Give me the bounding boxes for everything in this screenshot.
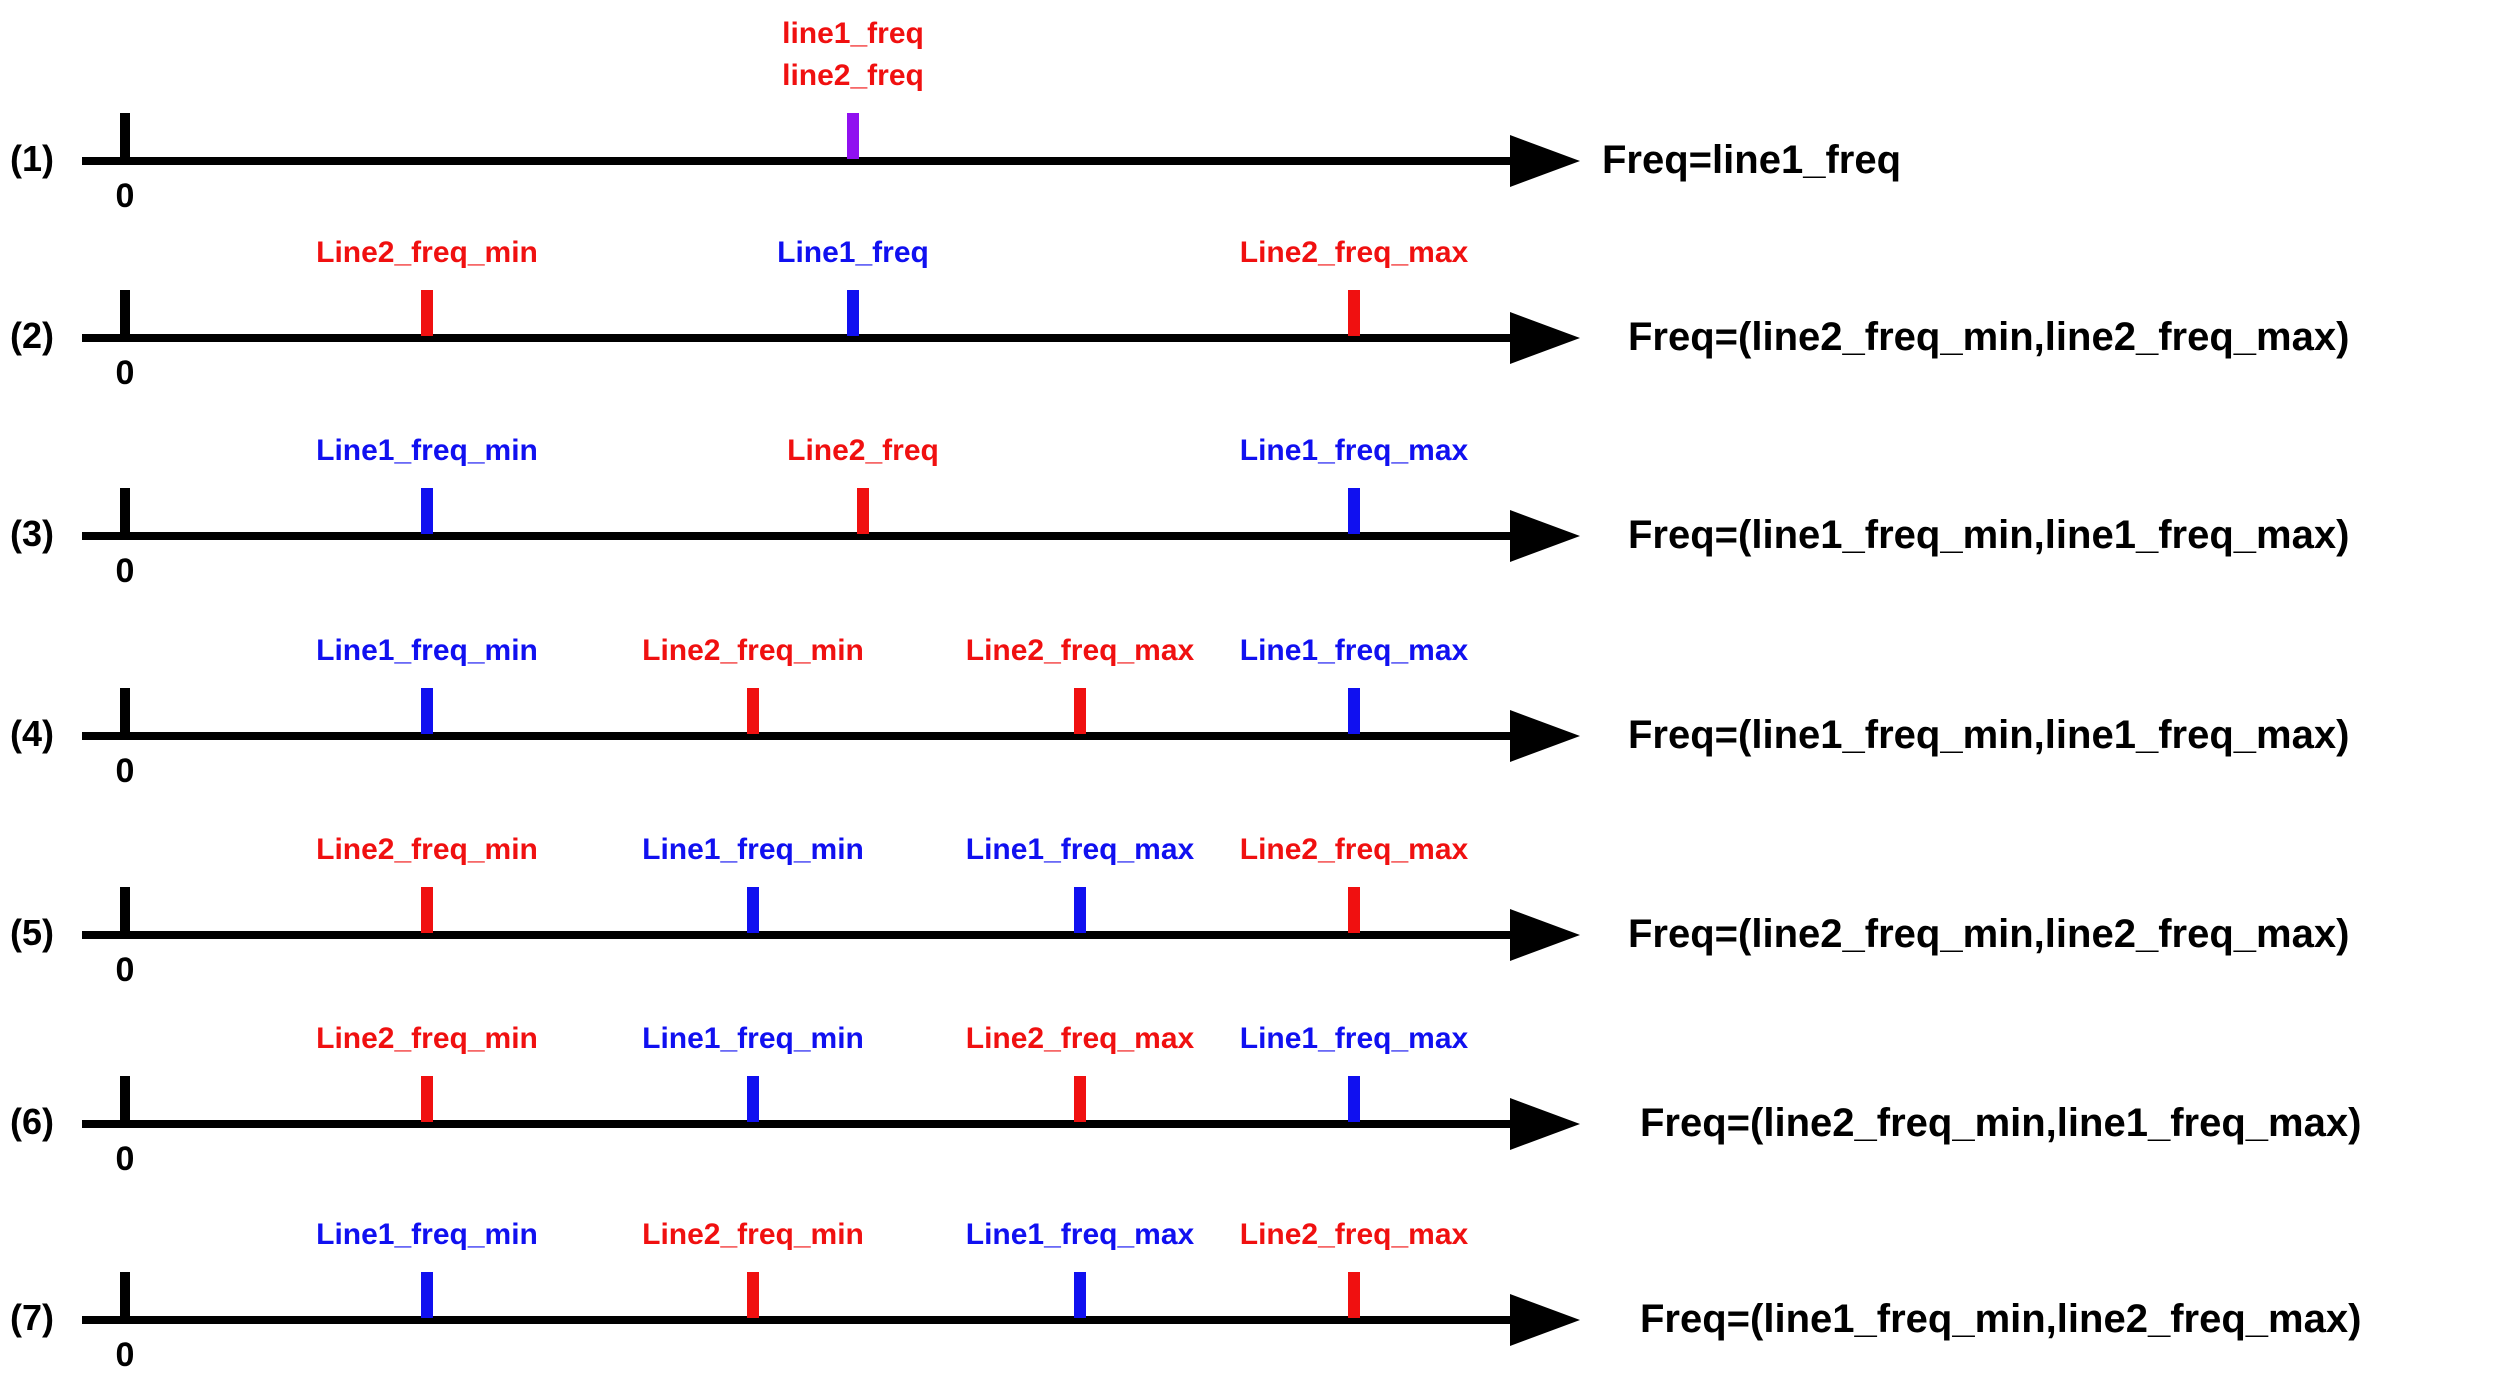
case-row-3: (3) 0 Line1_freq_min Line2_freq Line1_freq_m… [10, 434, 2349, 590]
result-formula: Freq=(line1_freq_min,line1_freq_max) [1628, 513, 2349, 557]
marker-tick-line2 [1348, 887, 1360, 933]
case-row-4: (4) 0 Line1_freq_min Line2_freq_min Line2_fr… [10, 634, 2349, 790]
marker-label: Line1_freq_min [316, 634, 538, 667]
case-index-label: (7) [10, 1297, 54, 1338]
marker-label: Line2_freq_min [642, 1218, 864, 1251]
axis-arrow-head [1510, 312, 1580, 364]
marker-tick-line2 [1074, 688, 1086, 734]
marker-label: Line2_freq_max [1240, 1218, 1469, 1251]
marker-label: line1_freq [782, 17, 924, 50]
marker-label: Line1_freq_min [316, 1218, 538, 1251]
marker-label: Line2_freq_min [316, 833, 538, 866]
marker-tick-line1 [1074, 887, 1086, 933]
result-formula: Freq=(line2_freq_min,line2_freq_max) [1628, 315, 2349, 359]
zero-tick [120, 887, 130, 935]
case-index-label: (4) [10, 713, 54, 754]
marker-tick-line1 [421, 1272, 433, 1318]
zero-label: 0 [116, 1140, 135, 1178]
result-formula: Freq=(line2_freq_min,line2_freq_max) [1628, 912, 2349, 956]
case-row-5: (5) 0 Line2_freq_min Line1_freq_min Line1_fr… [10, 833, 2349, 989]
marker-label: Line1_freq [777, 236, 929, 269]
zero-tick [120, 290, 130, 338]
marker-tick-line2 [421, 290, 433, 336]
zero-label: 0 [116, 177, 135, 215]
marker-tick-line2 [421, 1076, 433, 1122]
marker-label: Line2_freq_max [966, 634, 1195, 667]
marker-tick-line1 [421, 688, 433, 734]
case-index-label: (1) [10, 138, 54, 179]
case-index-label: (2) [10, 315, 54, 356]
marker-tick-line1 [1348, 688, 1360, 734]
marker-label: Line1_freq_max [1240, 434, 1469, 467]
result-formula: Freq=line1_freq [1602, 138, 1901, 182]
marker-label: Line1_freq_max [1240, 1022, 1469, 1055]
marker-tick-line1 [747, 887, 759, 933]
marker-label: Line2_freq [787, 434, 939, 467]
marker-tick-line2 [421, 887, 433, 933]
marker-label: line2_freq [782, 59, 924, 92]
case-index-label: (6) [10, 1101, 54, 1142]
zero-label: 0 [116, 552, 135, 590]
case-row-2: (2) 0 Line2_freq_min Line1_freq Line2_freq_m… [10, 236, 2349, 392]
case-index-label: (5) [10, 912, 54, 953]
marker-tick-line1 [1348, 1076, 1360, 1122]
axis-arrow-head [1510, 510, 1580, 562]
marker-tick-line1 [847, 290, 859, 336]
marker-tick-line2 [1074, 1076, 1086, 1122]
axis-arrow-head [1510, 135, 1580, 187]
case-row-7: (7) 0 Line1_freq_min Line2_freq_min Line1_fr… [10, 1218, 2361, 1374]
marker-tick-line1 [1348, 488, 1360, 534]
case-index-label: (3) [10, 513, 54, 554]
zero-label: 0 [116, 354, 135, 392]
zero-tick [120, 1272, 130, 1320]
marker-tick-line2 [857, 488, 869, 534]
zero-label: 0 [116, 1336, 135, 1374]
zero-tick [120, 113, 130, 161]
marker-label: Line1_freq_min [642, 1022, 864, 1055]
axis-arrow-head [1510, 909, 1580, 961]
marker-tick-line2 [1348, 1272, 1360, 1318]
result-formula: Freq=(line1_freq_min,line1_freq_max) [1628, 713, 2349, 757]
zero-tick [120, 688, 130, 736]
case-row-6: (6) 0 Line2_freq_min Line1_freq_min Line2_fr… [10, 1022, 2361, 1178]
marker-tick-line1 [1074, 1272, 1086, 1318]
marker-tick-line2 [747, 688, 759, 734]
result-formula: Freq=(line1_freq_min,line2_freq_max) [1640, 1297, 2361, 1341]
marker-label: Line2_freq_min [642, 634, 864, 667]
axis-arrow-head [1510, 710, 1580, 762]
marker-tick-line2 [747, 1272, 759, 1318]
zero-tick [120, 1076, 130, 1124]
zero-tick [120, 488, 130, 536]
zero-label: 0 [116, 752, 135, 790]
marker-label: Line1_freq_max [966, 833, 1195, 866]
zero-label: 0 [116, 951, 135, 989]
result-formula: Freq=(line2_freq_min,line1_freq_max) [1640, 1101, 2361, 1145]
marker-label: Line1_freq_min [316, 434, 538, 467]
marker-label: Line2_freq_max [1240, 236, 1469, 269]
axis-arrow-head [1510, 1098, 1580, 1150]
marker-label: Line2_freq_max [1240, 833, 1469, 866]
marker-label: Line1_freq_min [642, 833, 864, 866]
marker-label: Line2_freq_min [316, 236, 538, 269]
marker-tick-line1 [421, 488, 433, 534]
marker-label: Line1_freq_max [966, 1218, 1195, 1251]
marker-tick-line1 [747, 1076, 759, 1122]
marker-tick-line2 [1348, 290, 1360, 336]
marker-tick-overlap [847, 113, 859, 159]
marker-label: Line2_freq_max [966, 1022, 1195, 1055]
marker-label: Line1_freq_max [1240, 634, 1469, 667]
axis-arrow-head [1510, 1294, 1580, 1346]
marker-label: Line2_freq_min [316, 1022, 538, 1055]
